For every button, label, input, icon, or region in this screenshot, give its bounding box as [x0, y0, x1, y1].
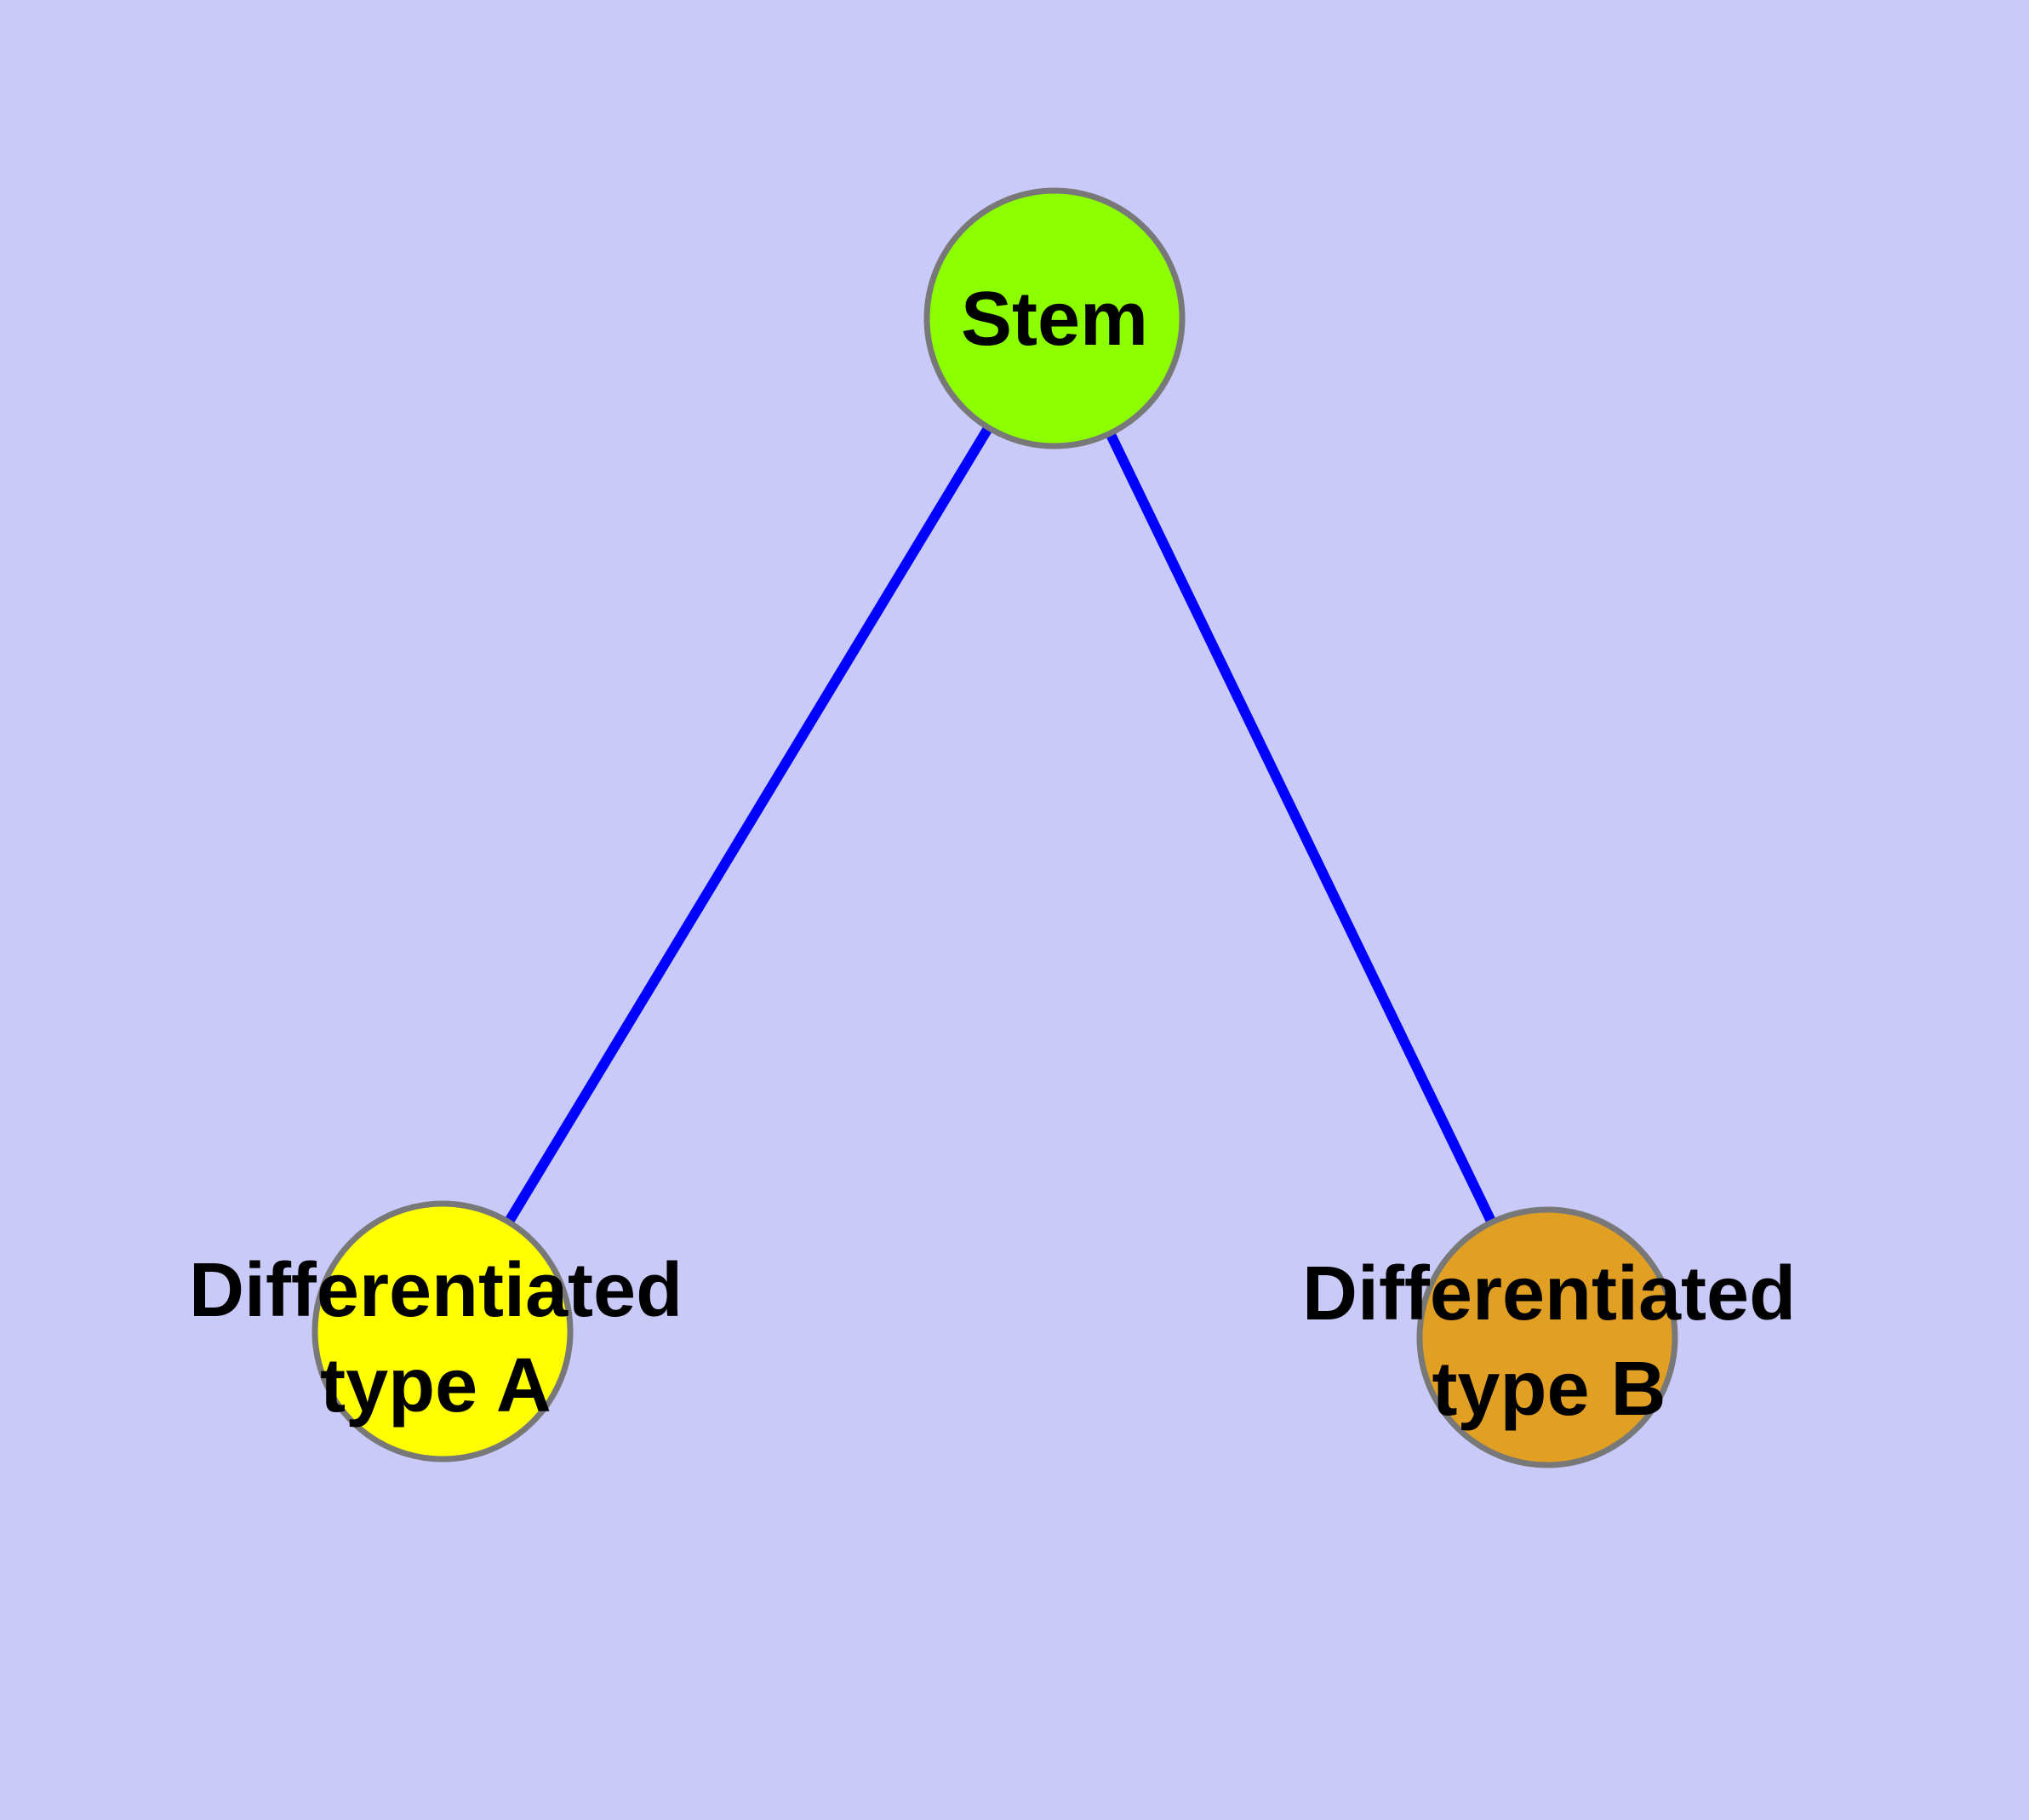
node-stem-label: Stem [960, 277, 1149, 362]
edge-stem-to-type-b [1049, 316, 1552, 1340]
edge-stem-to-type-a [437, 315, 1060, 1335]
node-type-a-circle [311, 1200, 574, 1462]
node-type-b-circle [1416, 1206, 1678, 1468]
node-type-a-label: Differentiated type A [188, 1248, 683, 1428]
node-stem-circle [923, 187, 1186, 449]
node-type-b-label: Differentiated type B [1301, 1251, 1797, 1432]
